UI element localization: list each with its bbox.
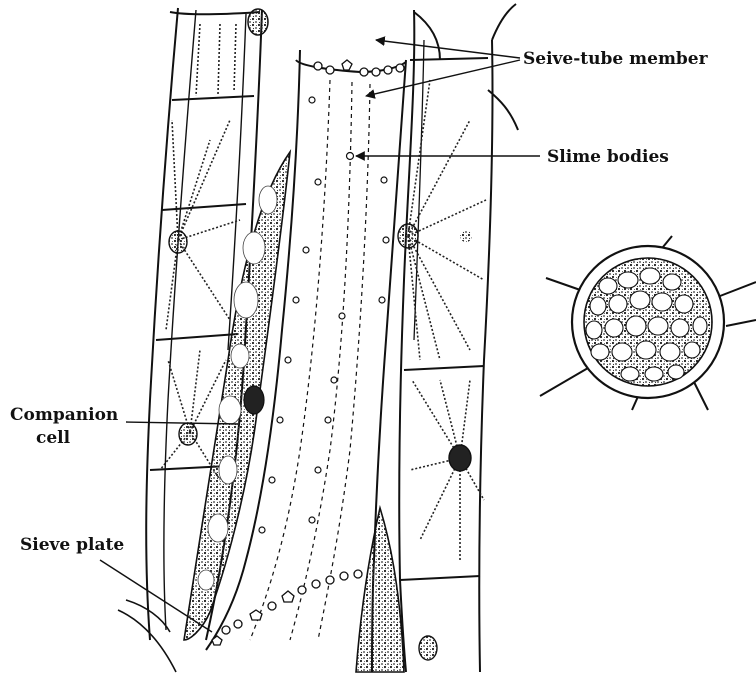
nucleus-bottom	[419, 636, 437, 660]
right-cell-strands	[408, 80, 486, 560]
sieve-plate-cross-section	[540, 236, 756, 410]
label-lines	[100, 40, 540, 632]
nucleus-top	[248, 9, 268, 35]
label-sieve-tube-member: Seive-tube member	[523, 49, 709, 69]
label-sieve-plate: Sieve plate	[20, 535, 124, 555]
right-cell-column	[399, 4, 518, 672]
label-companion-cell-2: cell	[36, 428, 71, 448]
label-slime-bodies: Slime bodies	[547, 147, 669, 167]
nucleolus-right	[460, 230, 472, 242]
label-companion-cell: Companion	[10, 405, 118, 425]
slime-bodies	[259, 97, 389, 533]
sieve-tube-strands	[250, 80, 370, 640]
label-companion-cell-line2: cell	[36, 428, 71, 448]
nucleus-left-upper	[169, 231, 187, 253]
companion-nucleus	[244, 386, 264, 414]
label-companion-cell-line1: Companion	[10, 405, 118, 425]
bottom-left-walls	[118, 600, 176, 672]
nucleus-right-upper	[398, 224, 418, 248]
nucleus-left-lower	[179, 423, 197, 445]
companion-cell	[184, 152, 290, 640]
nucleus-right-lower	[449, 445, 471, 471]
sieve-plate-top	[314, 60, 404, 76]
sieve-plate-bottom	[212, 570, 362, 645]
companion-cell-lower-right	[356, 508, 404, 672]
